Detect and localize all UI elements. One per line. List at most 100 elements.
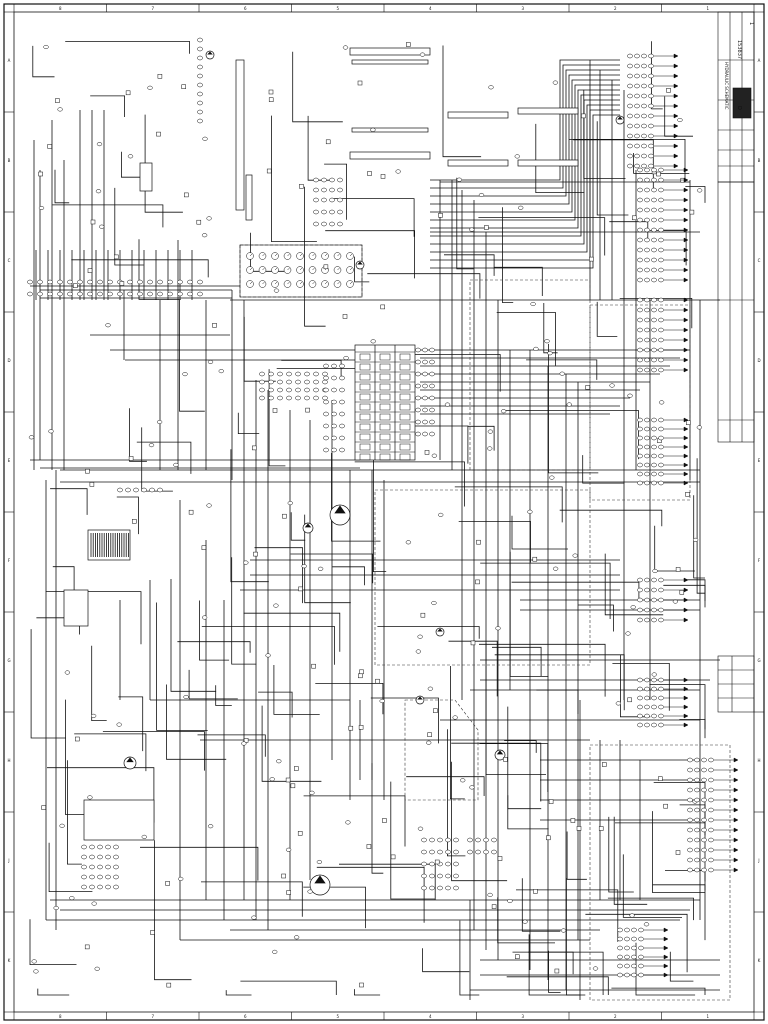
hydraulic-line — [582, 455, 625, 484]
fitting — [456, 177, 462, 182]
fitting — [422, 371, 428, 377]
connector-fitting — [644, 357, 650, 363]
flow-direction-arrow — [304, 523, 312, 528]
connector-fitting — [637, 327, 643, 333]
fitting — [415, 419, 421, 425]
fitting — [259, 387, 265, 393]
connector-fitting — [637, 471, 643, 477]
fitting — [566, 402, 572, 407]
fitting — [167, 279, 173, 285]
fitting — [445, 885, 451, 891]
fitting — [188, 509, 194, 515]
connector-arrow — [683, 227, 689, 233]
connector-fitting — [651, 297, 657, 303]
connector-fitting — [644, 426, 650, 432]
fitting — [166, 982, 172, 988]
hydraulic-line — [456, 177, 474, 270]
fitting — [470, 640, 476, 646]
fitting — [491, 837, 497, 843]
connector-fitting — [658, 587, 664, 593]
connector-fitting — [658, 317, 664, 323]
fitting — [323, 363, 329, 369]
spool-symbol — [399, 443, 411, 451]
connector-arrow — [683, 462, 689, 468]
gauge-needle — [249, 253, 253, 257]
gauge-needle — [262, 253, 265, 257]
connector-fitting — [637, 357, 643, 363]
hydraulic-line — [444, 254, 495, 276]
hydraulic-line — [649, 684, 706, 730]
hydraulic-line — [74, 733, 147, 772]
fitting — [187, 291, 193, 297]
connector-fitting — [701, 787, 707, 793]
hydraulic-line — [612, 663, 670, 711]
fitting — [630, 605, 636, 610]
connector-fitting — [631, 954, 637, 960]
fitting — [202, 136, 208, 141]
hydraulic-line — [578, 604, 614, 632]
fitting — [281, 873, 286, 879]
connector-fitting — [644, 367, 650, 373]
fitting — [207, 824, 214, 829]
fitting — [415, 383, 421, 389]
hydraulic-line — [225, 990, 252, 996]
connector-fitting — [644, 307, 650, 313]
connector-fitting — [651, 187, 657, 193]
hydraulic-line — [430, 114, 620, 269]
connector-fitting — [644, 217, 650, 223]
connector-arrow — [683, 307, 689, 313]
fitting — [113, 864, 119, 870]
connector-arrow — [733, 827, 739, 833]
fitting — [311, 663, 316, 669]
connector-fitting — [701, 857, 707, 863]
gauge-needle — [312, 267, 315, 271]
spool-symbol — [359, 413, 371, 421]
connector-fitting — [651, 177, 657, 183]
connector-fitting — [658, 444, 664, 450]
fitting — [422, 347, 428, 353]
spool-symbol — [379, 403, 391, 411]
connector-fitting — [648, 103, 654, 109]
fitting — [113, 854, 119, 860]
fitting — [197, 73, 203, 79]
zone-label-row-left: G — [7, 658, 10, 663]
fitting — [173, 462, 179, 467]
fitting — [675, 567, 681, 572]
connector-fitting — [637, 257, 643, 263]
hydraulic-line — [258, 691, 293, 718]
connector-fitting — [641, 153, 647, 159]
connector-fitting — [708, 807, 714, 813]
fitting — [313, 187, 319, 193]
connector-fitting — [637, 686, 643, 692]
connector-arrow — [673, 113, 679, 119]
fitting — [33, 969, 39, 974]
fitting — [285, 847, 292, 852]
fitting — [87, 279, 93, 285]
connector-fitting — [637, 453, 643, 459]
fitting — [437, 885, 443, 891]
zone-label-col-top: 6 — [244, 6, 247, 11]
connector-fitting — [634, 93, 640, 99]
zone-label-col-top: 3 — [521, 6, 524, 11]
fitting — [97, 279, 103, 285]
connector-arrow — [673, 133, 679, 139]
connector-fitting — [624, 936, 630, 942]
connector-fitting — [627, 113, 633, 119]
fitting — [497, 856, 503, 861]
connector-arrow — [683, 297, 689, 303]
zone-label-col-bottom: 7 — [151, 1014, 154, 1019]
connector-fitting — [637, 187, 643, 193]
fitting — [339, 423, 345, 429]
connector-fitting — [658, 217, 664, 223]
gauge-needle — [274, 267, 278, 271]
fitting — [429, 383, 435, 389]
fitting — [27, 291, 33, 297]
hydraulic-line — [458, 521, 531, 563]
hydraulic-line — [569, 138, 686, 182]
connector-arrow — [663, 945, 669, 951]
zone-label-row-right: F — [758, 558, 761, 563]
connector-fitting — [637, 587, 643, 593]
fitting — [252, 445, 257, 451]
fitting — [337, 177, 343, 183]
